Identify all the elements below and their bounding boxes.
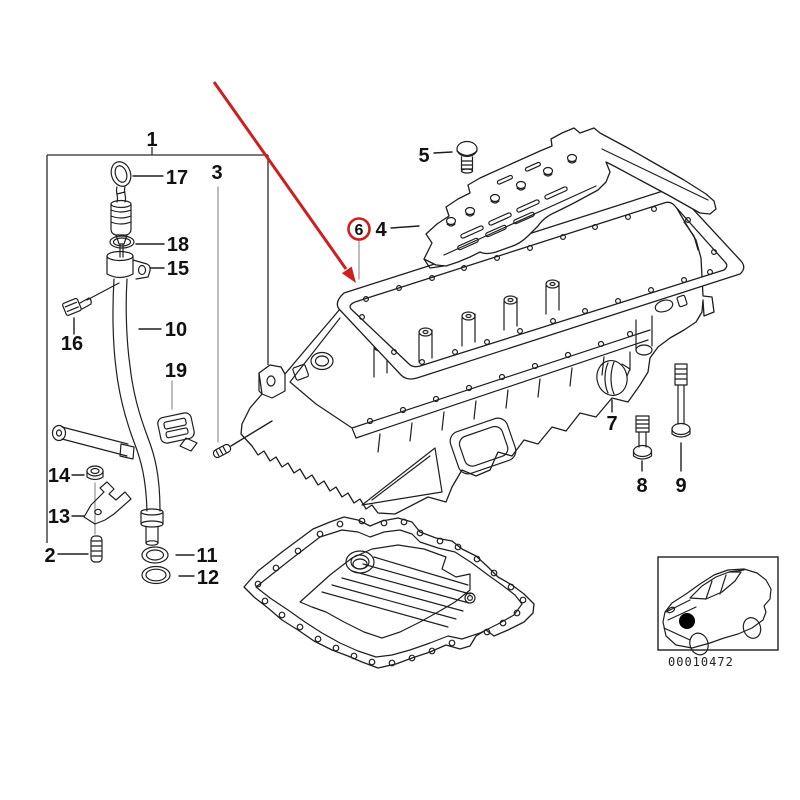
dipstick-ring-handle [110, 161, 132, 187]
sump-small-hole-inner [467, 594, 474, 601]
sump-bolt-holes [254, 517, 527, 667]
baffle-bolt-5 [456, 140, 478, 174]
car-location-dot [679, 613, 695, 629]
tube-holder-clip-19 [157, 412, 198, 452]
callout-12: 12 [197, 567, 219, 589]
callout-14: 14 [48, 465, 71, 487]
callout-6: 6 [355, 222, 364, 239]
bracket-1-lines [46, 147, 269, 543]
baffle-rivets [445, 153, 578, 227]
group-gray-leaders [94, 186, 219, 535]
baffle-plate-4 [423, 127, 717, 269]
baffle-slots [457, 161, 568, 251]
stud-3 [212, 443, 232, 459]
pan-arch-window [449, 417, 517, 475]
leader-stud-3-to-pan [230, 420, 273, 447]
pan-left-ear [258, 372, 286, 399]
group-bracket-1 [46, 147, 269, 543]
callout-16: 16 [61, 333, 83, 355]
o-ring-seal-18 [109, 235, 135, 249]
sump-inner-flange [255, 529, 523, 658]
dipstick-neck [115, 186, 127, 203]
pan-bolt-9 [671, 363, 691, 438]
diagram-code: 00010472 [668, 655, 734, 669]
group-dipstick-assembly [51, 161, 198, 585]
sump-ribs [321, 556, 471, 628]
sealing-washer-11 [141, 546, 169, 564]
pan-bolt-8 [632, 415, 653, 460]
pan-left-ear-hole [266, 375, 276, 387]
pan-wall-ribs [377, 356, 605, 453]
red-arrow-head [341, 266, 356, 283]
group-callout-labels: 1 2 3 4 5 7 8 9 10 11 12 13 14 15 16 17 … [44, 129, 686, 589]
callout-19: 19 [165, 360, 187, 382]
callout-4: 4 [375, 219, 387, 241]
baffle-fold-lines [423, 148, 709, 269]
leader-4 [390, 225, 420, 229]
dipstick-guide-tube-10 [112, 278, 164, 546]
callout-8: 8 [636, 475, 647, 497]
callout-7: 7 [606, 413, 617, 435]
car-box-frame [657, 556, 779, 651]
callout-3: 3 [211, 162, 222, 184]
callout-2: 2 [44, 545, 55, 567]
o-ring-12 [141, 565, 171, 585]
gasket-bolt-holes [359, 206, 717, 366]
pan-wedge-rib [361, 447, 443, 506]
stud-2 [90, 535, 103, 563]
callout-11: 11 [196, 545, 217, 567]
callout-1: 1 [146, 129, 157, 151]
callout-18: 18 [167, 234, 189, 256]
sump-center-platform [299, 544, 471, 639]
guide-clamp-15 [106, 250, 151, 280]
group-lower-sump-pan [243, 516, 535, 669]
sump-small-hole [464, 592, 476, 604]
tube-support-bracket-arm [51, 424, 135, 460]
clamp-bolt-16 [62, 282, 120, 316]
leader-5 [433, 151, 453, 154]
pan-round-boss [292, 351, 334, 381]
cover-plug-7 [596, 351, 631, 396]
group-black-leaders [57, 151, 682, 577]
hex-nut-14 [86, 465, 104, 481]
callout-9: 9 [675, 475, 686, 497]
group-car-thumbnail: 00010472 [657, 556, 779, 669]
sump-oil-drain-boss [345, 550, 375, 574]
callout-13: 13 [48, 506, 70, 528]
callout-5: 5 [418, 145, 429, 167]
group-red-highlight: 6 [212, 81, 371, 283]
car-outline-drawing [662, 568, 772, 656]
holder-bracket-13 [83, 481, 132, 525]
callout-10: 10 [165, 319, 187, 341]
red-highlight-circle [347, 217, 371, 241]
pan-right-end [635, 221, 699, 356]
pan-near-rim [289, 317, 651, 439]
callout-17: 17 [166, 167, 188, 189]
red-arrow-shaft [212, 81, 348, 270]
sump-outer-flange [243, 516, 535, 669]
callout-15: 15 [167, 258, 189, 280]
